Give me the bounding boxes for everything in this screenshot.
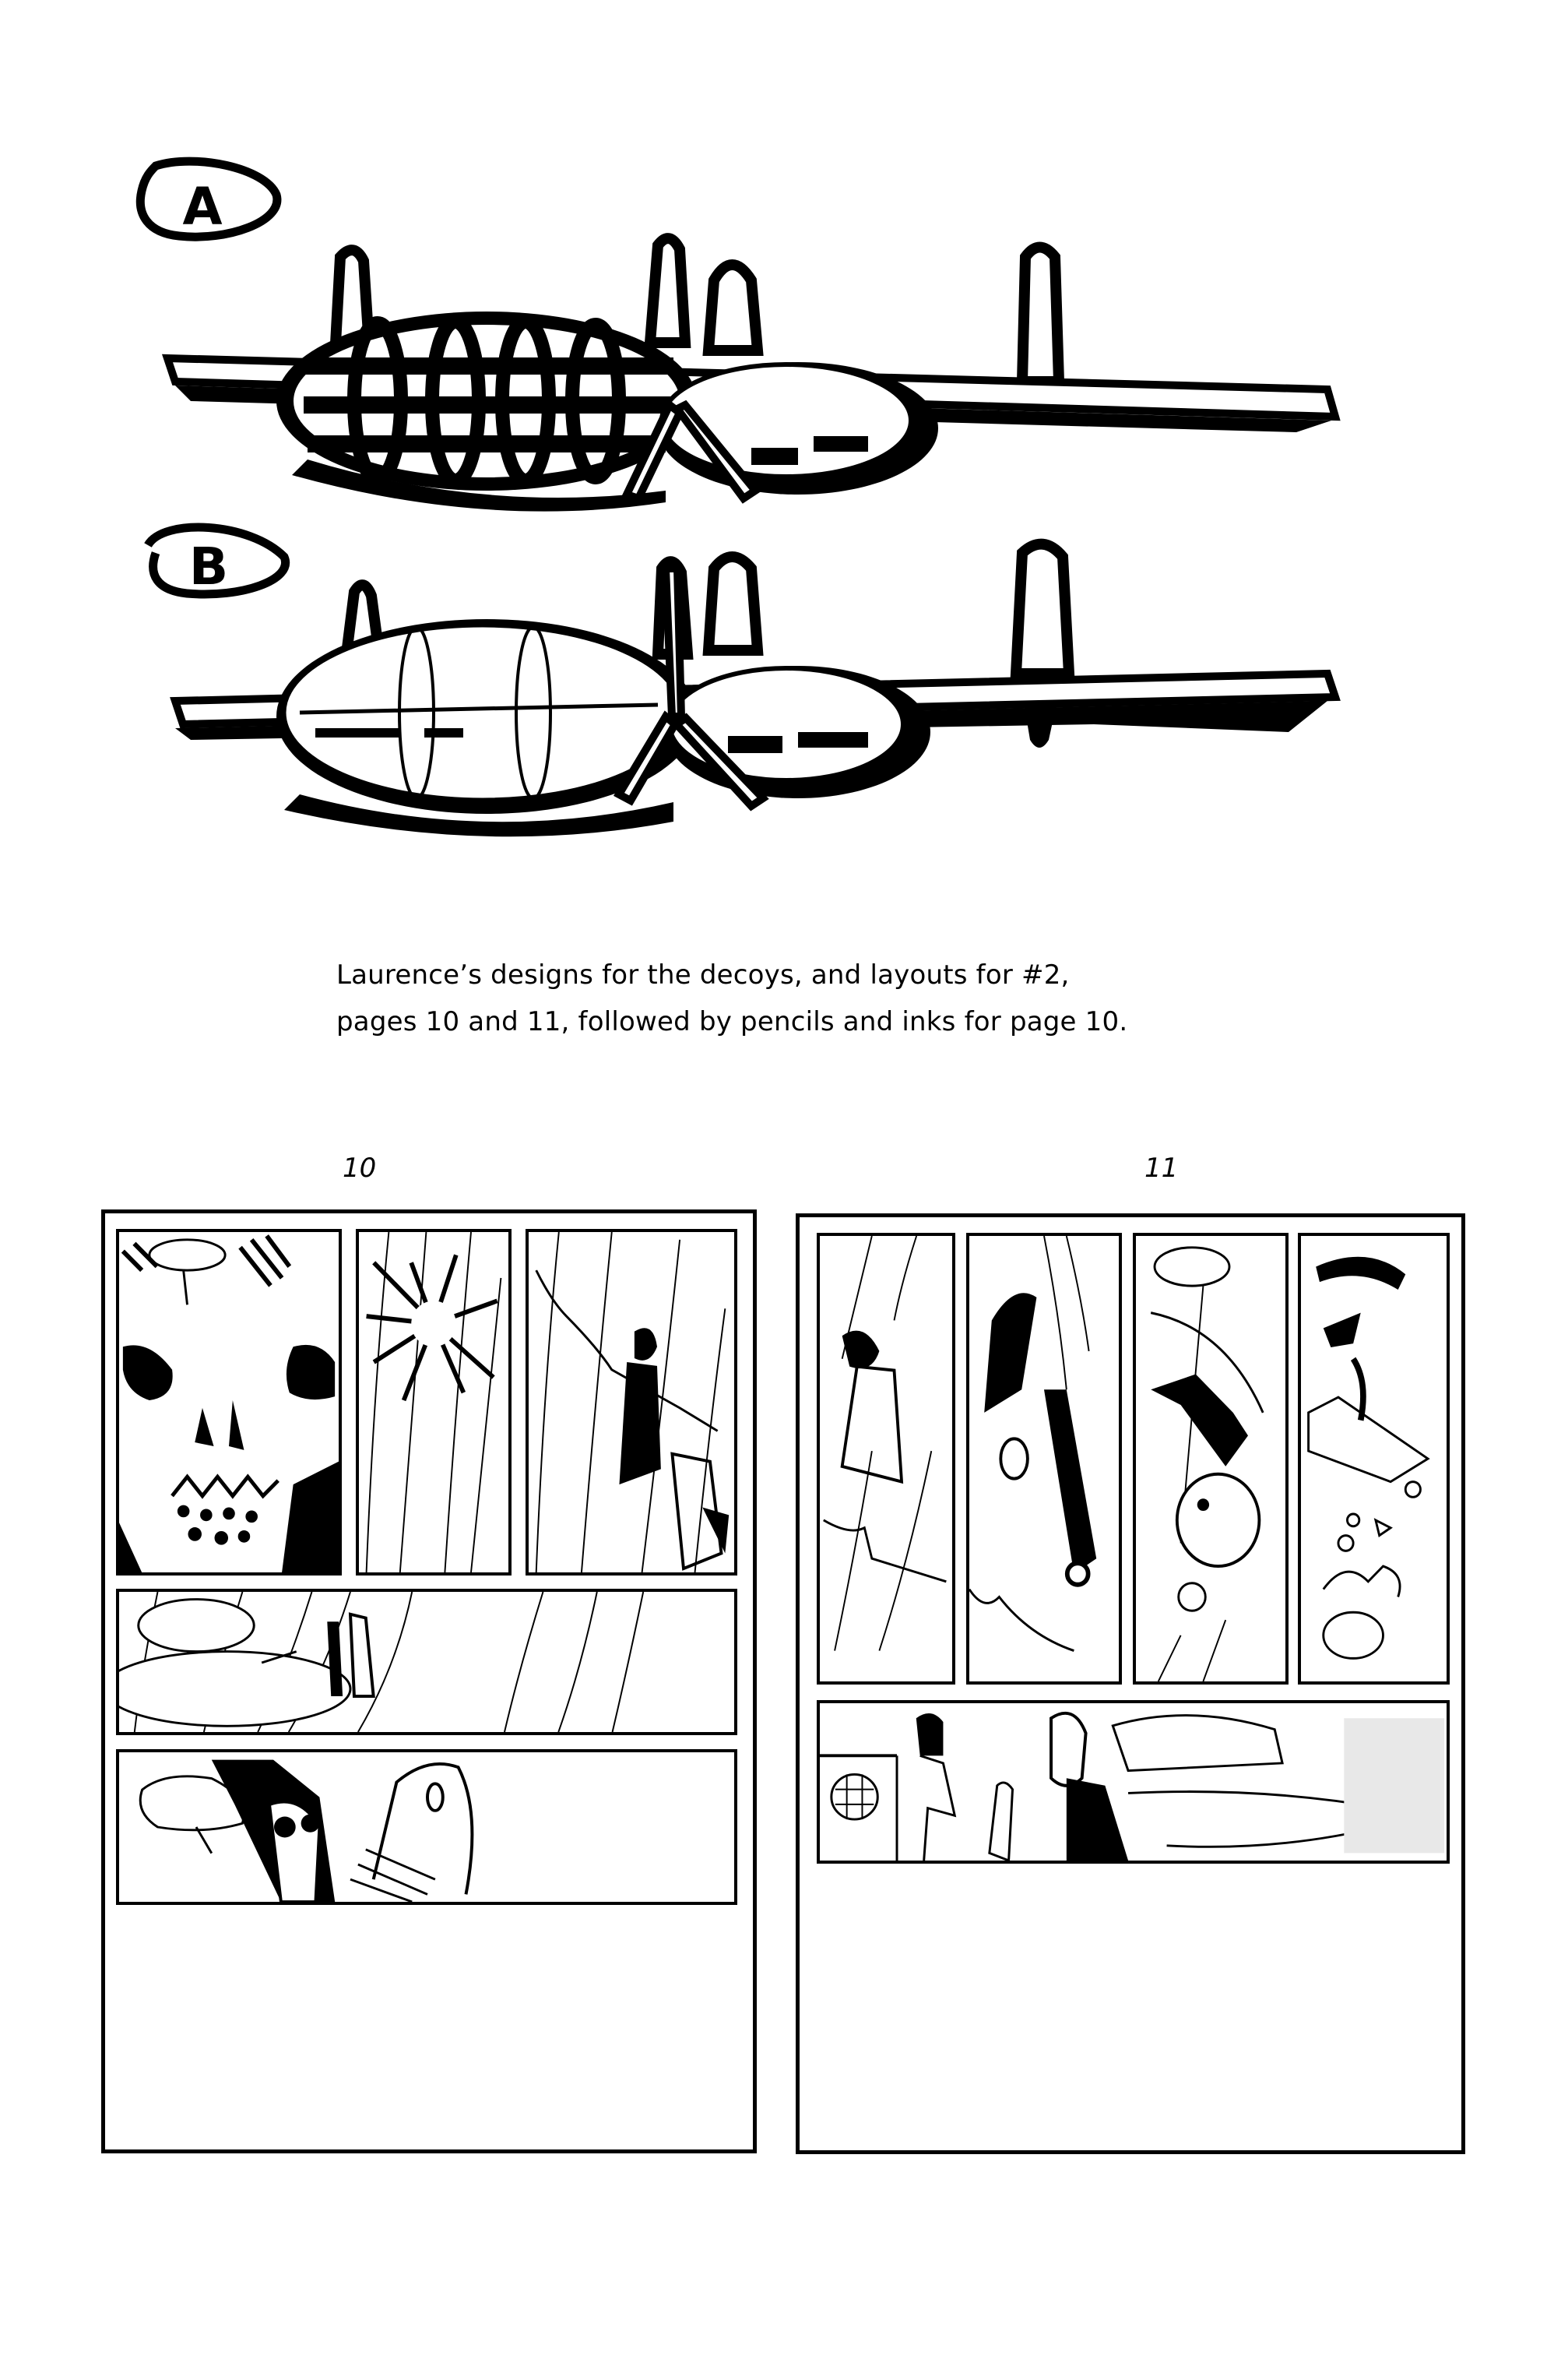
balloons-figures-sketch (119, 1592, 645, 1732)
panel-p10-4 (116, 1589, 737, 1735)
debris-sfx-sketch (1307, 1256, 1430, 1660)
caption: Laurence’s designs for the decoys, and l… (336, 952, 1271, 1045)
layout-page-10 (101, 1209, 757, 2153)
layout-page-number-10: 10 (343, 1153, 377, 1184)
panel-p11-5 (817, 1700, 1450, 1864)
interior-scene-sketch (820, 1711, 1445, 1861)
skull-and-mask-sketch (139, 1759, 474, 1902)
falling-figure-sketch (535, 1232, 730, 1572)
diving-figure-sketch (969, 1236, 1097, 1652)
panel-p10-2 (356, 1229, 512, 1576)
upside-down-figure-sketch (823, 1236, 947, 1651)
design-label-a: A (132, 152, 288, 249)
explosion-sketch (365, 1232, 502, 1572)
label-a-text: A (182, 177, 222, 237)
decoy-plane-a (160, 226, 1436, 514)
caption-line-2: pages 10 and 11, followed by pencils and… (336, 1006, 1128, 1037)
panel-p11-1 (817, 1233, 955, 1685)
skull-face-sketch (119, 1234, 339, 1572)
layout-page-11 (796, 1213, 1465, 2154)
decoy-plane-b (160, 537, 1436, 849)
panel-p11-2 (966, 1233, 1122, 1685)
panel-p10-3 (526, 1229, 737, 1576)
panel-p10-5 (116, 1749, 737, 1905)
label-b-text: B (189, 537, 228, 597)
caption-line-1: Laurence’s designs for the decoys, and l… (336, 959, 1070, 991)
panel-p10-1 (116, 1229, 342, 1576)
design-label-b: B (140, 506, 296, 607)
tumbling-figure-sketch (1150, 1246, 1264, 1681)
panel-p11-3 (1133, 1233, 1289, 1685)
layout-page-number-11: 11 (1144, 1153, 1179, 1184)
panel-p11-4 (1298, 1233, 1450, 1685)
